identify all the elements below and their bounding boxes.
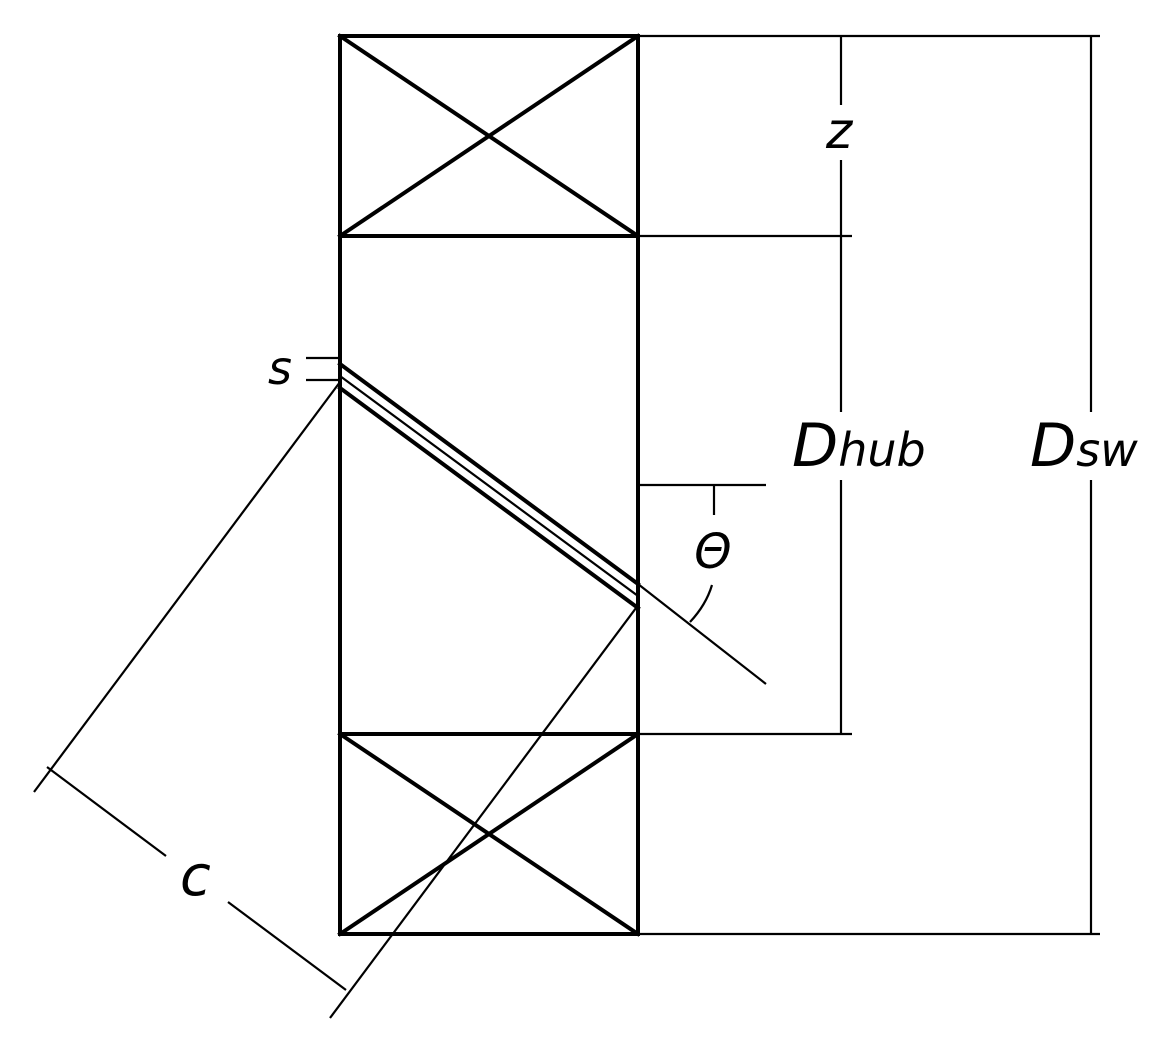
- c-dimension-upper: [46, 766, 167, 857]
- label-theta: Θ: [694, 524, 732, 580]
- label-dhub-main: D: [792, 411, 838, 481]
- theta-arc-bottom: [689, 584, 714, 623]
- label-dsw-sub: sw: [1076, 423, 1138, 477]
- label-s: s: [268, 341, 292, 395]
- c-dimension-lower: [227, 901, 347, 991]
- chord-line-upper: [33, 381, 341, 793]
- top-box-diagonal-2: [337, 33, 641, 239]
- blade-section: [337, 361, 641, 611]
- label-z: z: [825, 102, 854, 160]
- label-c: c: [180, 844, 211, 909]
- label-dsw-main: D: [1030, 411, 1076, 481]
- label-dsw: Dsw: [1030, 411, 1138, 481]
- label-dhub: Dhub: [792, 411, 926, 481]
- bottom-box-diagonal-2: [337, 731, 641, 937]
- chord-line-lower: [329, 607, 637, 1019]
- label-dhub-sub: hub: [838, 423, 926, 477]
- blade-extension-line: [637, 583, 767, 685]
